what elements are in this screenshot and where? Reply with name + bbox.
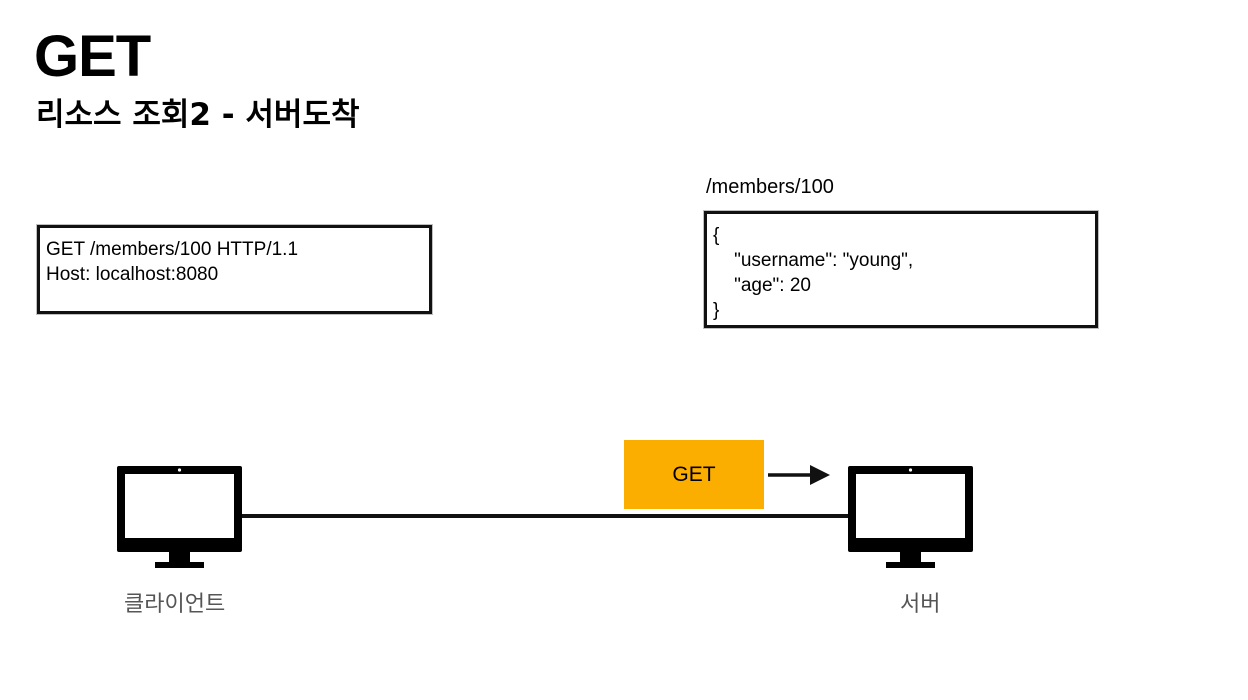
monitor-icon xyxy=(848,466,973,568)
server-label: 서버 xyxy=(900,592,941,617)
request-host-line: Host: localhost:8080 xyxy=(46,264,219,285)
json-line: "age": 20 xyxy=(713,275,811,296)
resource-path-label: /members/100 xyxy=(706,176,834,198)
json-line: { xyxy=(713,225,720,246)
http-request-box: GET /members/100 HTTP/1.1 Host: localhos… xyxy=(37,225,432,314)
client-label: 클라이언트 xyxy=(124,592,226,617)
get-method-tag: GET xyxy=(624,440,764,509)
request-line: GET /members/100 HTTP/1.1 xyxy=(46,239,299,260)
page-title: GET xyxy=(34,24,151,89)
json-line: "username": "young", xyxy=(713,250,914,271)
page-subtitle: 리소스 조회2 - 서버도착 xyxy=(36,97,360,133)
monitor-icon xyxy=(117,466,242,568)
json-response-box: { "username": "young", "age": 20 } xyxy=(704,211,1098,328)
arrow-right-icon xyxy=(768,465,830,485)
network-connection-line xyxy=(242,514,848,518)
json-line: } xyxy=(713,300,720,321)
